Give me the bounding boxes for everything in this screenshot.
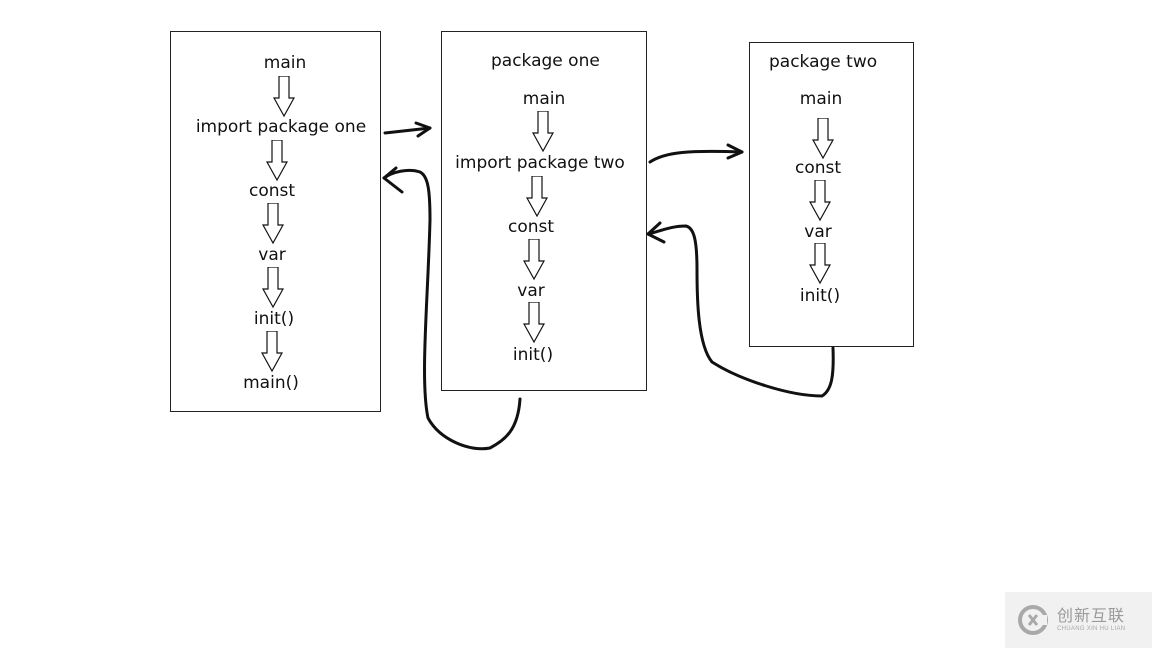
down-arrow-icon	[266, 140, 288, 182]
main-step-import: import package one	[195, 117, 367, 137]
down-arrow-icon	[809, 180, 831, 222]
down-arrow-icon	[812, 118, 834, 160]
down-arrow-icon	[262, 267, 284, 309]
package-two-title: package two	[769, 52, 878, 72]
one-step-init: init()	[512, 345, 554, 365]
two-step-init: init()	[799, 286, 841, 306]
watermark: 创新互联 CHUANG XIN HU LIAN	[1005, 592, 1152, 648]
one-step-main: main	[522, 89, 566, 109]
down-arrow-icon	[526, 176, 548, 218]
down-arrow-icon	[261, 331, 283, 373]
two-step-main: main	[799, 89, 843, 109]
down-arrow-icon	[809, 243, 831, 285]
arrowhead-icon	[646, 221, 666, 244]
down-arrow-icon	[523, 239, 545, 281]
arrowhead-icon	[382, 166, 404, 194]
main-step-var: var	[258, 245, 286, 265]
main-step-main-func: main()	[243, 373, 299, 393]
down-arrow-icon	[262, 203, 284, 245]
watermark-chinese-text: 创新互联	[1057, 606, 1126, 625]
two-step-const: const	[794, 158, 842, 178]
main-step-const: const	[248, 181, 296, 201]
package-one-title: package one	[491, 51, 600, 71]
down-arrow-icon	[523, 302, 545, 344]
arrowhead-icon	[414, 121, 432, 138]
call-arrow-main-to-one	[383, 126, 432, 135]
one-step-import: import package two	[455, 153, 625, 173]
call-arrow-one-to-two	[648, 149, 744, 164]
arrowhead-icon	[726, 143, 744, 160]
main-step-init: init()	[253, 309, 295, 329]
down-arrow-icon	[532, 111, 554, 153]
watermark-english-text: CHUANG XIN HU LIAN	[1057, 626, 1126, 632]
two-step-var: var	[804, 222, 832, 242]
one-step-var: var	[517, 281, 545, 301]
down-arrow-icon	[273, 76, 295, 118]
cx-logo-icon	[1018, 605, 1048, 635]
one-step-const: const	[507, 217, 555, 237]
main-step-main: main	[263, 53, 307, 73]
